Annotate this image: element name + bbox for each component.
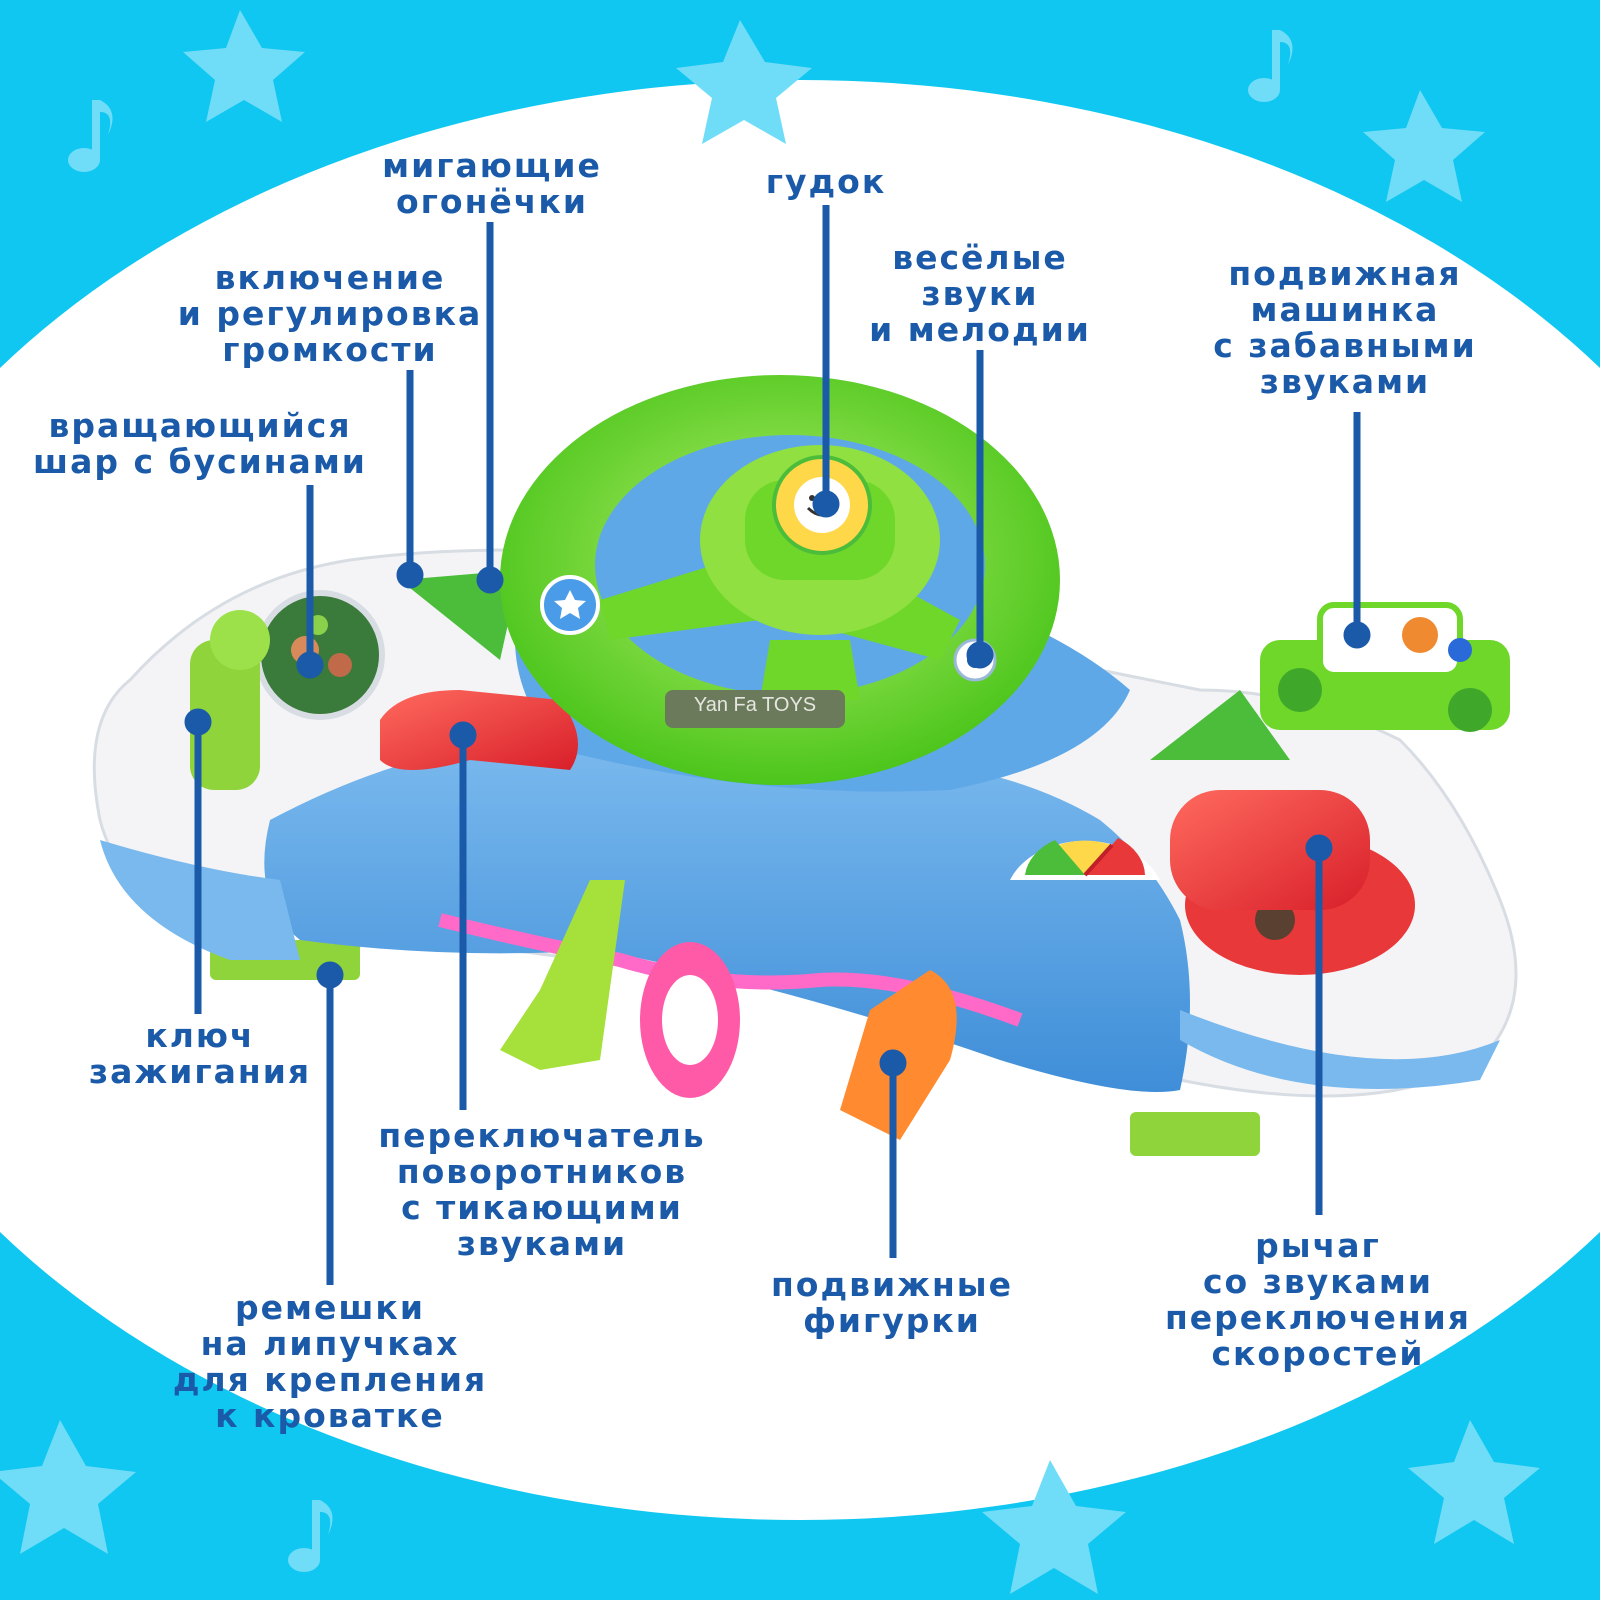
label-horn: гудок (765, 162, 887, 201)
label-turn-signal: переключатель поворотников с тикающими з… (378, 1116, 706, 1263)
label-ignition-key: ключ зажигания (88, 1016, 312, 1091)
star-icon (1363, 90, 1485, 202)
figure-green (500, 880, 625, 1070)
label-bead-ball: вращающийся шар с бусинами (33, 406, 367, 481)
ignition-key (190, 640, 260, 790)
star-icon (1408, 1420, 1540, 1544)
label-fun-sounds: весёлые звуки и мелодии (869, 238, 1091, 349)
toy-illustration (92, 375, 1518, 1156)
star-icon (183, 10, 305, 122)
brand-label: Yan Fa TOYS (693, 694, 817, 716)
label-volume: включение и регулировка громкости (177, 258, 483, 369)
star-icon (0, 1420, 136, 1554)
light-button-right (1150, 690, 1290, 760)
callout-lines (184, 205, 1371, 1285)
brand-plate (665, 690, 845, 728)
bead-ball (255, 590, 385, 720)
turn-signal-lever (380, 690, 578, 770)
moving-car (1260, 602, 1510, 732)
music-note-icon (68, 100, 113, 172)
label-moving-figures: подвижные фигурки (771, 1265, 1013, 1340)
star-icon (982, 1460, 1126, 1594)
label-velcro-straps: ремешки на липучках для крепления к кров… (172, 1288, 488, 1435)
music-note-icon (288, 1500, 333, 1572)
label-gear-lever: рычаг со звуками переключения скоростей (1165, 1226, 1471, 1373)
steering-wheel (500, 375, 1060, 785)
speedometer-icon (1010, 838, 1160, 880)
star-icon (676, 20, 812, 144)
label-blinking-lights: мигающие огонёчки (382, 146, 602, 221)
label-moving-car: подвижная машинка с забавными звуками (1213, 254, 1477, 401)
velcro-strap-right (1130, 1112, 1260, 1156)
music-note-icon (1248, 30, 1293, 102)
